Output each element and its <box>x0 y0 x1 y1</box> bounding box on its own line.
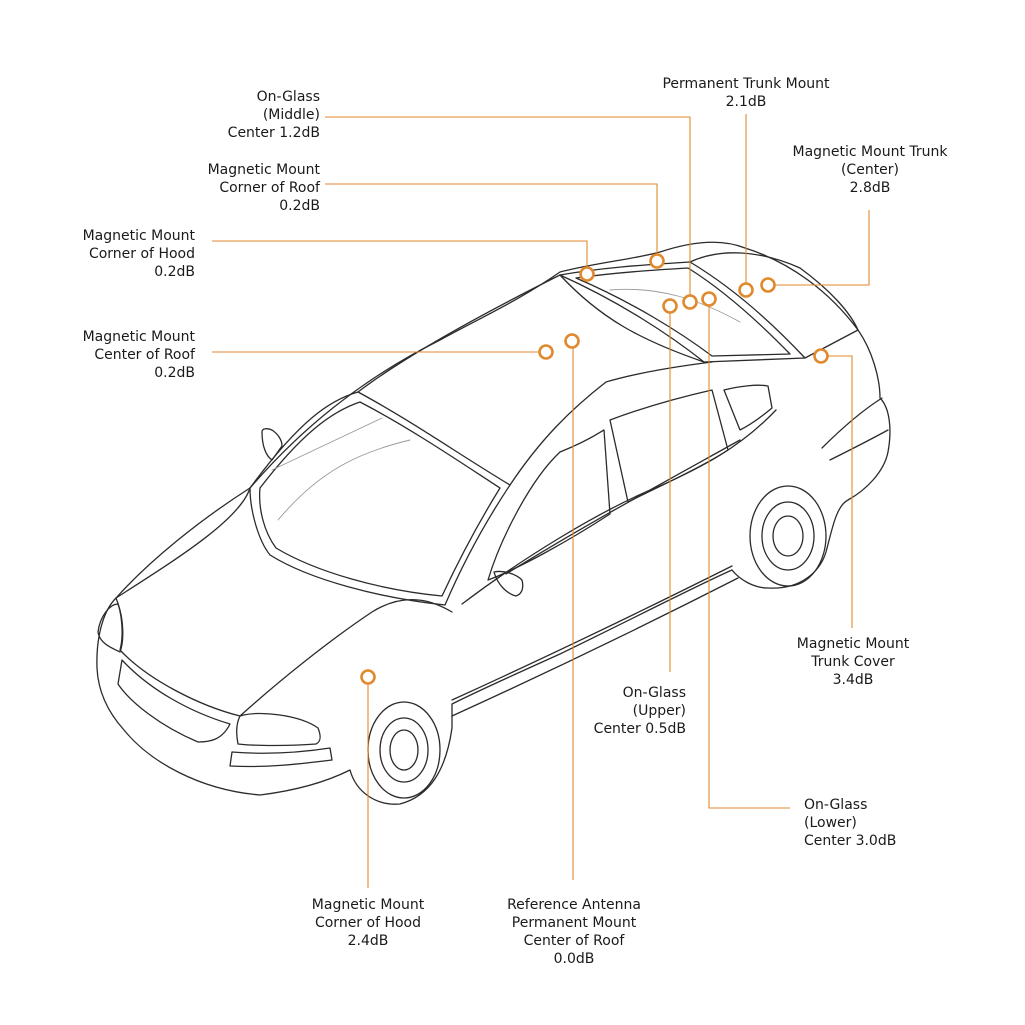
label-mag-trunk-cover: Magnetic Mount Trunk Cover 3.4dB <box>796 636 910 688</box>
label-on-glass-upper: On-Glass (Upper) Center 0.5dB <box>593 685 686 737</box>
leader-mag-hood-corner-upper <box>212 240 588 273</box>
label-perm-trunk: Permanent Trunk Mount 2.1dB <box>662 76 830 110</box>
marker-on-glass-middle <box>682 294 698 310</box>
label-mag-roof-corner: Magnetic Mount Corner of Roof 0.2dB <box>207 162 320 214</box>
label-on-glass-middle: On-Glass (Middle) Center 1.2dB <box>227 89 320 141</box>
marker-mag-trunk-cover <box>813 348 829 364</box>
label-reference: Reference Antenna Permanent Mount Center… <box>507 897 641 967</box>
car-line-drawing <box>96 241 891 805</box>
leader-on-glass-middle <box>325 116 691 300</box>
label-mag-hood-corner-lower: Magnetic Mount Corner of Hood 2.4dB <box>311 897 425 949</box>
label-mag-roof-center: Magnetic Mount Center of Roof 0.2dB <box>82 329 195 381</box>
label-mag-hood-corner-upper: Magnetic Mount Corner of Hood 0.2dB <box>82 228 195 280</box>
marker-on-glass-lower <box>701 291 717 307</box>
leader-on-glass-lower <box>708 299 790 809</box>
label-mag-trunk-center: Magnetic Mount Trunk (Center) 2.8dB <box>792 144 948 196</box>
marker-mag-hood-corner-upper <box>579 266 595 282</box>
leader-mag-roof-corner <box>325 183 658 260</box>
marker-on-glass-upper <box>662 298 678 314</box>
leader-mag-trunk-cover <box>822 355 853 628</box>
marker-mag-roof-corner <box>649 253 665 269</box>
marker-mag-hood-corner-lower <box>360 669 376 685</box>
label-on-glass-lower: On-Glass (Lower) Center 3.0dB <box>804 797 897 849</box>
leader-lines <box>212 114 870 888</box>
marker-mag-trunk-center <box>760 277 776 293</box>
leader-mag-trunk-center <box>768 210 870 286</box>
antenna-markers <box>360 253 829 685</box>
marker-reference <box>564 333 580 349</box>
marker-mag-roof-center <box>538 344 554 360</box>
marker-perm-trunk <box>738 282 754 298</box>
